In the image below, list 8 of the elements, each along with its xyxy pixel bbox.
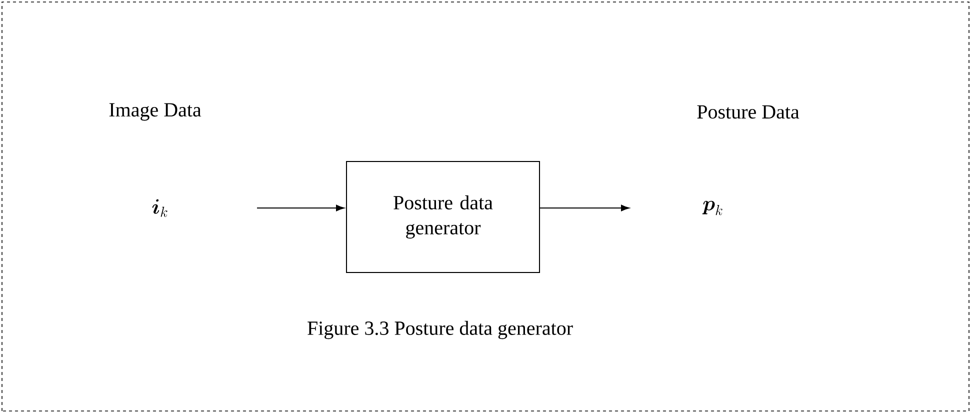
arrow [256, 204, 344, 212]
math-symbol: $\boldsymbol{i}_{k}$ [152, 199, 168, 217]
arrow [540, 204, 630, 212]
label: Image Data [109, 103, 202, 121]
math-symbol: $\boldsymbol{p}_{k}$ [702, 200, 722, 216]
caption: Figure 3.3 Posture data generator [308, 320, 573, 340]
label: Posture Data [697, 105, 800, 119]
process-box: Posture data generator [346, 161, 540, 273]
